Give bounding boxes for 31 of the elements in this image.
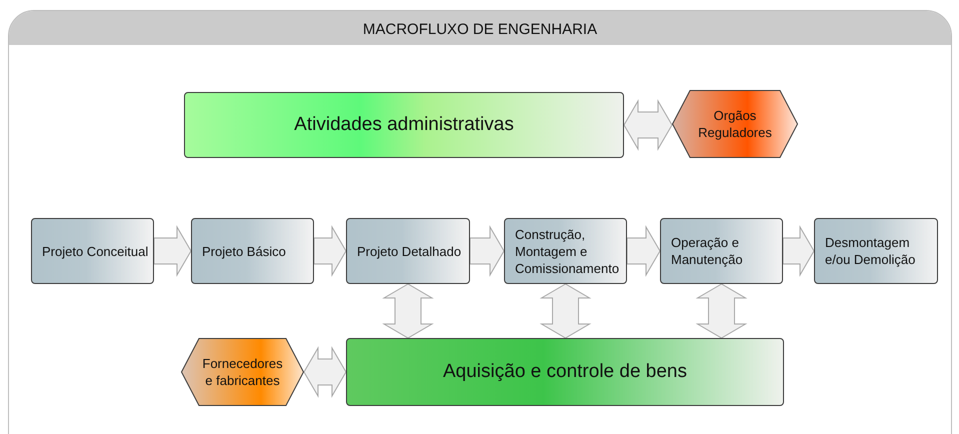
hexagon-node <box>181 338 304 406</box>
node-label: Projeto Detalhado <box>357 242 462 260</box>
process-box <box>31 218 154 284</box>
process-box <box>346 218 470 284</box>
block-arrow <box>154 225 192 277</box>
activity-box <box>184 92 624 158</box>
block-arrow <box>696 283 748 339</box>
node-label: Construção, Montagem e Comissionamento <box>515 226 620 276</box>
activity-box <box>346 338 784 406</box>
hexagon-node <box>672 90 798 158</box>
block-arrow <box>470 225 505 277</box>
process-box <box>814 218 938 284</box>
node-label: Desmontagem e/ou Demolição <box>825 234 916 268</box>
process-box <box>660 218 783 284</box>
block-arrow <box>782 225 815 277</box>
block-arrow <box>314 225 347 277</box>
block-arrow <box>382 283 434 339</box>
node-label: Projeto Básico <box>202 242 286 260</box>
node-label: Aquisição e controle de bens <box>443 360 687 384</box>
block-arrow <box>540 283 592 339</box>
node-label: Operação e Manutenção <box>671 234 744 268</box>
block-arrow <box>626 225 661 277</box>
block-arrow <box>303 346 347 398</box>
node-label: Atividades administrativas <box>294 112 514 137</box>
block-arrow <box>623 99 673 151</box>
process-box <box>504 218 627 284</box>
process-box <box>191 218 314 284</box>
node-label: Fornecedores e fabricantes <box>201 355 284 389</box>
node-label: Orgãos Reguladores <box>697 107 773 141</box>
node-label: Projeto Conceitual <box>42 242 148 260</box>
diagram-title: MACROFLUXO DE ENGENHARIA <box>362 20 598 40</box>
